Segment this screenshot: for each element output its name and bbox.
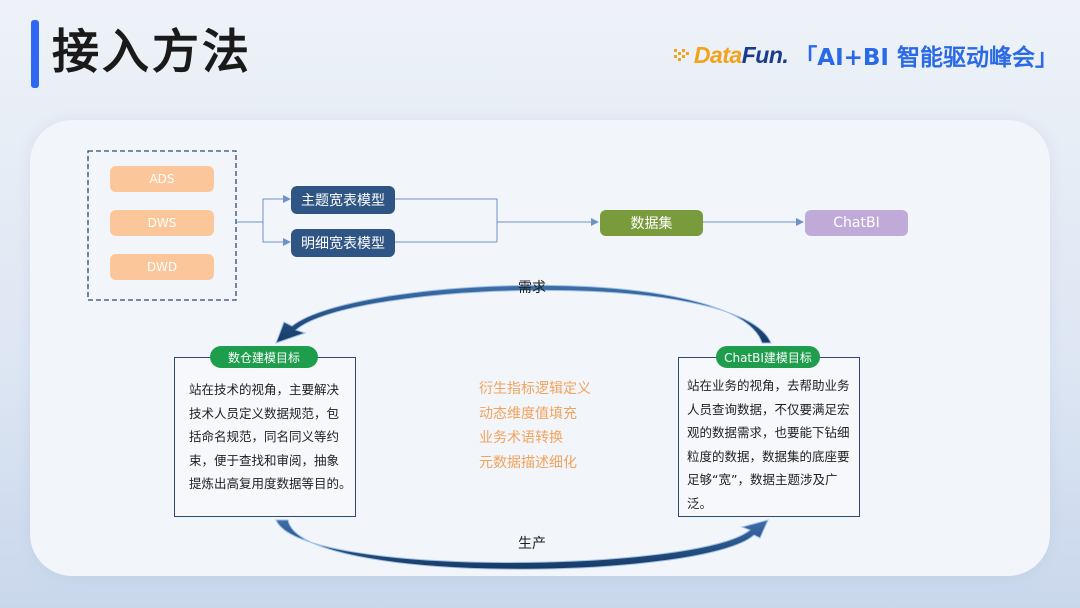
text-line: 站在技术的视角，主要解决 bbox=[189, 382, 340, 397]
topic-wide-table-model: 主题宽表模型 bbox=[291, 186, 395, 214]
text-line: 粒度的数据，数据集的底座要 bbox=[687, 448, 850, 464]
task-item: 业务术语转换 bbox=[479, 430, 563, 446]
chatbi-node: ChatBI bbox=[805, 210, 908, 236]
page-title: 接入方法 bbox=[52, 25, 252, 80]
demand-label: 需求 bbox=[518, 280, 546, 296]
chatbi-goal-box bbox=[678, 357, 860, 517]
text-line: 人员查询数据，不仅要满足宏 bbox=[687, 401, 850, 417]
text-line: 站在业务的视角，去帮助业务 bbox=[687, 378, 850, 393]
text-line: 束，便于查找和审阅，抽象 bbox=[189, 452, 340, 468]
demand-arc-arrow bbox=[275, 284, 772, 344]
text-line: 泛。 bbox=[687, 495, 713, 511]
connector-layers-to-detail-model bbox=[262, 222, 291, 246]
logo-dots-icon bbox=[673, 48, 689, 61]
detail-wide-table-model: 明细宽表模型 bbox=[291, 229, 395, 257]
brand-header: DataFun. 「AI+BI 智能驱动峰会」 bbox=[673, 38, 1058, 72]
logo-text-fun: Fun. bbox=[741, 41, 789, 68]
task-item: 元数据描述细化 bbox=[479, 455, 577, 471]
connector-layers-to-topic-model bbox=[236, 195, 291, 223]
layer-ads: ADS bbox=[110, 166, 214, 192]
text-line: 观的数据需求，也要能下钻细 bbox=[687, 425, 850, 440]
task-item: 衍生指标逻辑定义 bbox=[479, 381, 591, 397]
dataset-node: 数据集 bbox=[600, 210, 703, 236]
connector-topic-model-out bbox=[395, 198, 498, 242]
chatbi-goal-text: 站在业务的视角，去帮助业务 人员查询数据，不仅要满足宏 观的数据需求，也要能下钻… bbox=[687, 374, 857, 515]
text-line: 括命名规范，同名同义等约 bbox=[189, 429, 340, 444]
text-line: 技术人员定义数据规范，包 bbox=[189, 405, 340, 421]
task-item: 动态维度值填充 bbox=[479, 406, 577, 422]
warehouse-goal-badge: 数仓建模目标 bbox=[210, 346, 318, 368]
text-line: 足够“宽”，数据主题涉及广 bbox=[687, 472, 838, 487]
warehouse-goal-text: 站在技术的视角，主要解决 技术人员定义数据规范，包 括命名规范，同名同义等约 束… bbox=[189, 378, 359, 496]
event-title: 「AI+BI 智能驱动峰会」 bbox=[794, 45, 1058, 71]
source-layers-frame bbox=[87, 150, 237, 301]
production-arc-arrow bbox=[275, 519, 769, 570]
production-label: 生产 bbox=[518, 536, 546, 552]
warehouse-goal-box bbox=[174, 357, 356, 517]
text-line: 提炼出高复用度数据等目的。 bbox=[189, 476, 352, 491]
layer-dws: DWS bbox=[110, 210, 214, 236]
datafun-logo: DataFun. bbox=[673, 41, 789, 69]
title-accent-bar bbox=[31, 20, 39, 88]
chatbi-goal-badge: ChatBI建模目标 bbox=[716, 346, 820, 368]
logo-text-data: Data bbox=[693, 41, 742, 68]
layer-dwd: DWD bbox=[110, 254, 214, 280]
